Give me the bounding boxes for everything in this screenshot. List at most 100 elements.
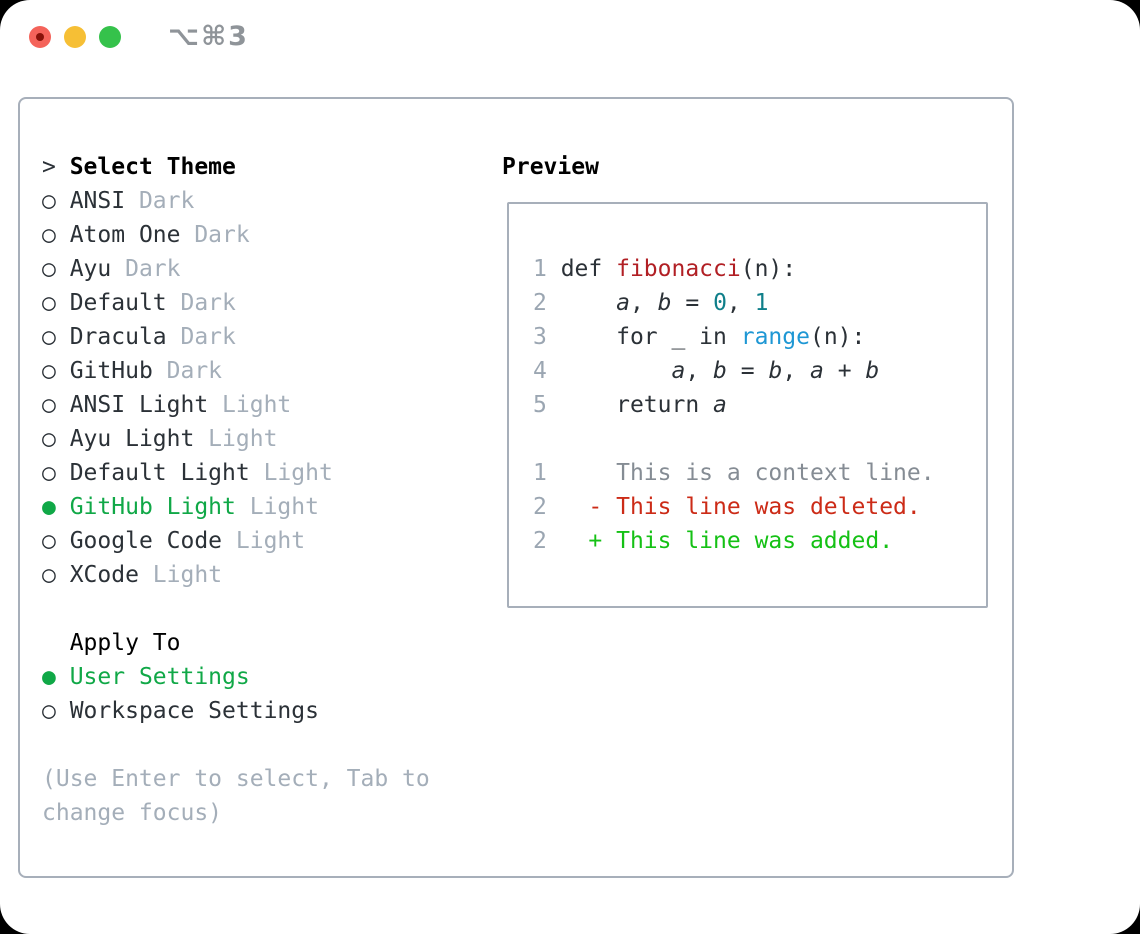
theme-name: ANSI Light <box>69 392 209 418</box>
code-segment-deleted: - This line was deleted. <box>560 494 921 520</box>
theme-option-default[interactable]: ○ Default Dark <box>42 286 482 320</box>
theme-name: GitHub Light <box>69 494 236 520</box>
code-segment-code <box>561 358 672 384</box>
line-number: 2 <box>533 494 561 520</box>
theme-variant-tag: Light <box>208 392 292 418</box>
theme-variant-tag: Dark <box>166 290 236 316</box>
code-segment-variable: b <box>865 358 880 384</box>
theme-variant-tag: Dark <box>152 358 223 384</box>
theme-name: Atom One <box>69 222 181 248</box>
spacer <box>42 728 482 762</box>
apply-option-workspace-settings[interactable]: ○ Workspace Settings <box>42 694 482 728</box>
minimize-button[interactable] <box>64 26 86 48</box>
theme-list: ○ ANSI Dark○ Atom One Dark○ Ayu Dark○ De… <box>42 184 482 592</box>
radio-icon: ○ <box>42 460 70 486</box>
preview-line: 1 def fibonacci(n): <box>533 252 986 286</box>
preview-line: 3 for _ in range(n): <box>533 320 986 354</box>
theme-option-github[interactable]: ○ GitHub Dark <box>42 354 482 388</box>
code-segment-variable: a <box>810 358 824 384</box>
select-theme-label: Select Theme <box>69 154 236 180</box>
apply-option-label: User Settings <box>69 664 250 690</box>
preview-line: 2 a, b = 0, 1 <box>533 286 986 320</box>
code-segment-variable: a <box>713 392 727 418</box>
select-theme-header: > Select Theme <box>42 150 482 184</box>
code-segment-code <box>561 290 616 316</box>
code-segment-variable: a <box>616 290 630 316</box>
apply-to-list: ● User Settings○ Workspace Settings <box>42 660 482 728</box>
theme-variant-tag: Light <box>249 460 333 486</box>
code-segment-code: return <box>560 392 714 418</box>
radio-icon: ○ <box>42 562 70 588</box>
radio-icon: ○ <box>42 256 70 282</box>
theme-variant-tag: Light <box>235 494 319 520</box>
theme-variant-tag: Light <box>194 426 278 452</box>
line-number <box>533 426 561 452</box>
radio-icon: ○ <box>42 528 70 554</box>
theme-option-ayu[interactable]: ○ Ayu Dark <box>42 252 482 286</box>
preview-line: 5 return a <box>533 388 986 422</box>
code-segment-variable: b <box>768 358 783 384</box>
code-segment-variable: b <box>713 358 727 384</box>
code-segment-code: for _ in <box>560 324 741 350</box>
theme-option-xcode[interactable]: ○ XCode Light <box>42 558 482 592</box>
theme-name: Ayu <box>69 256 112 282</box>
theme-option-ayu-light[interactable]: ○ Ayu Light Light <box>42 422 482 456</box>
line-number: 4 <box>533 358 561 384</box>
preview-label: Preview <box>502 154 599 180</box>
prompt-caret: > <box>42 154 70 180</box>
keyboard-hint: (Use Enter to select, Tab to change focu… <box>42 766 430 826</box>
code-segment-code: , <box>782 358 811 384</box>
theme-option-github-light[interactable]: ● GitHub Light Light <box>42 490 482 524</box>
theme-variant-tag: Dark <box>166 324 236 350</box>
theme-name: Default Light <box>69 460 250 486</box>
code-segment-added: + This line was added. <box>560 528 894 554</box>
code-segment-code: = <box>726 358 769 384</box>
code-segment-code: + <box>823 358 866 384</box>
code-segment-number: 1 <box>754 290 769 316</box>
preview-line: 4 a, b = b, a + b <box>533 354 986 388</box>
line-number: 2 <box>533 290 561 316</box>
preview-header: Preview <box>502 150 599 184</box>
close-button[interactable] <box>29 26 51 48</box>
selected-radio-icon: ● <box>42 664 70 690</box>
theme-option-default-light[interactable]: ○ Default Light Light <box>42 456 482 490</box>
theme-variant-tag: Light <box>222 528 306 554</box>
theme-picker-panel: > Select Theme ○ ANSI Dark○ Atom One Dar… <box>18 97 1014 878</box>
code-segment-variable: b <box>657 290 672 316</box>
window-title: ⌥⌘3 <box>168 21 249 52</box>
apply-to-header: Apply To <box>42 626 482 660</box>
radio-icon: ○ <box>42 324 70 350</box>
theme-name: XCode <box>69 562 139 588</box>
code-segment-number: 0 <box>713 290 727 316</box>
theme-name: Google Code <box>69 528 223 554</box>
code-segment-code: def <box>560 256 617 282</box>
line-number: 2 <box>533 528 561 554</box>
titlebar <box>29 26 121 48</box>
line-number: 1 <box>533 460 561 486</box>
code-segment-context: This is a context line. <box>560 460 935 486</box>
zoom-button[interactable] <box>99 26 121 48</box>
theme-variant-tag: Dark <box>111 256 181 282</box>
theme-option-dracula[interactable]: ○ Dracula Dark <box>42 320 482 354</box>
radio-icon: ○ <box>42 290 70 316</box>
code-segment-function: fibonacci <box>616 256 741 282</box>
code-segment-builtin: range <box>740 324 810 350</box>
theme-option-ansi-light[interactable]: ○ ANSI Light Light <box>42 388 482 422</box>
theme-option-ansi[interactable]: ○ ANSI Dark <box>42 184 482 218</box>
line-number: 5 <box>533 392 561 418</box>
preview-line: 1 This is a context line. <box>533 456 986 490</box>
theme-variant-tag: Light <box>138 562 223 588</box>
code-segment-code: = <box>671 290 714 316</box>
apply-option-user-settings[interactable]: ● User Settings <box>42 660 482 694</box>
theme-option-google-code[interactable]: ○ Google Code Light <box>42 524 482 558</box>
radio-icon: ○ <box>42 426 70 452</box>
code-segment-code: (n): <box>740 256 797 282</box>
theme-option-atom-one[interactable]: ○ Atom One Dark <box>42 218 482 252</box>
theme-variant-tag: Dark <box>180 222 250 248</box>
theme-name: Default <box>69 290 167 316</box>
code-segment-variable: a <box>671 358 686 384</box>
apply-option-label: Workspace Settings <box>69 698 319 724</box>
theme-name: Ayu Light <box>69 426 195 452</box>
